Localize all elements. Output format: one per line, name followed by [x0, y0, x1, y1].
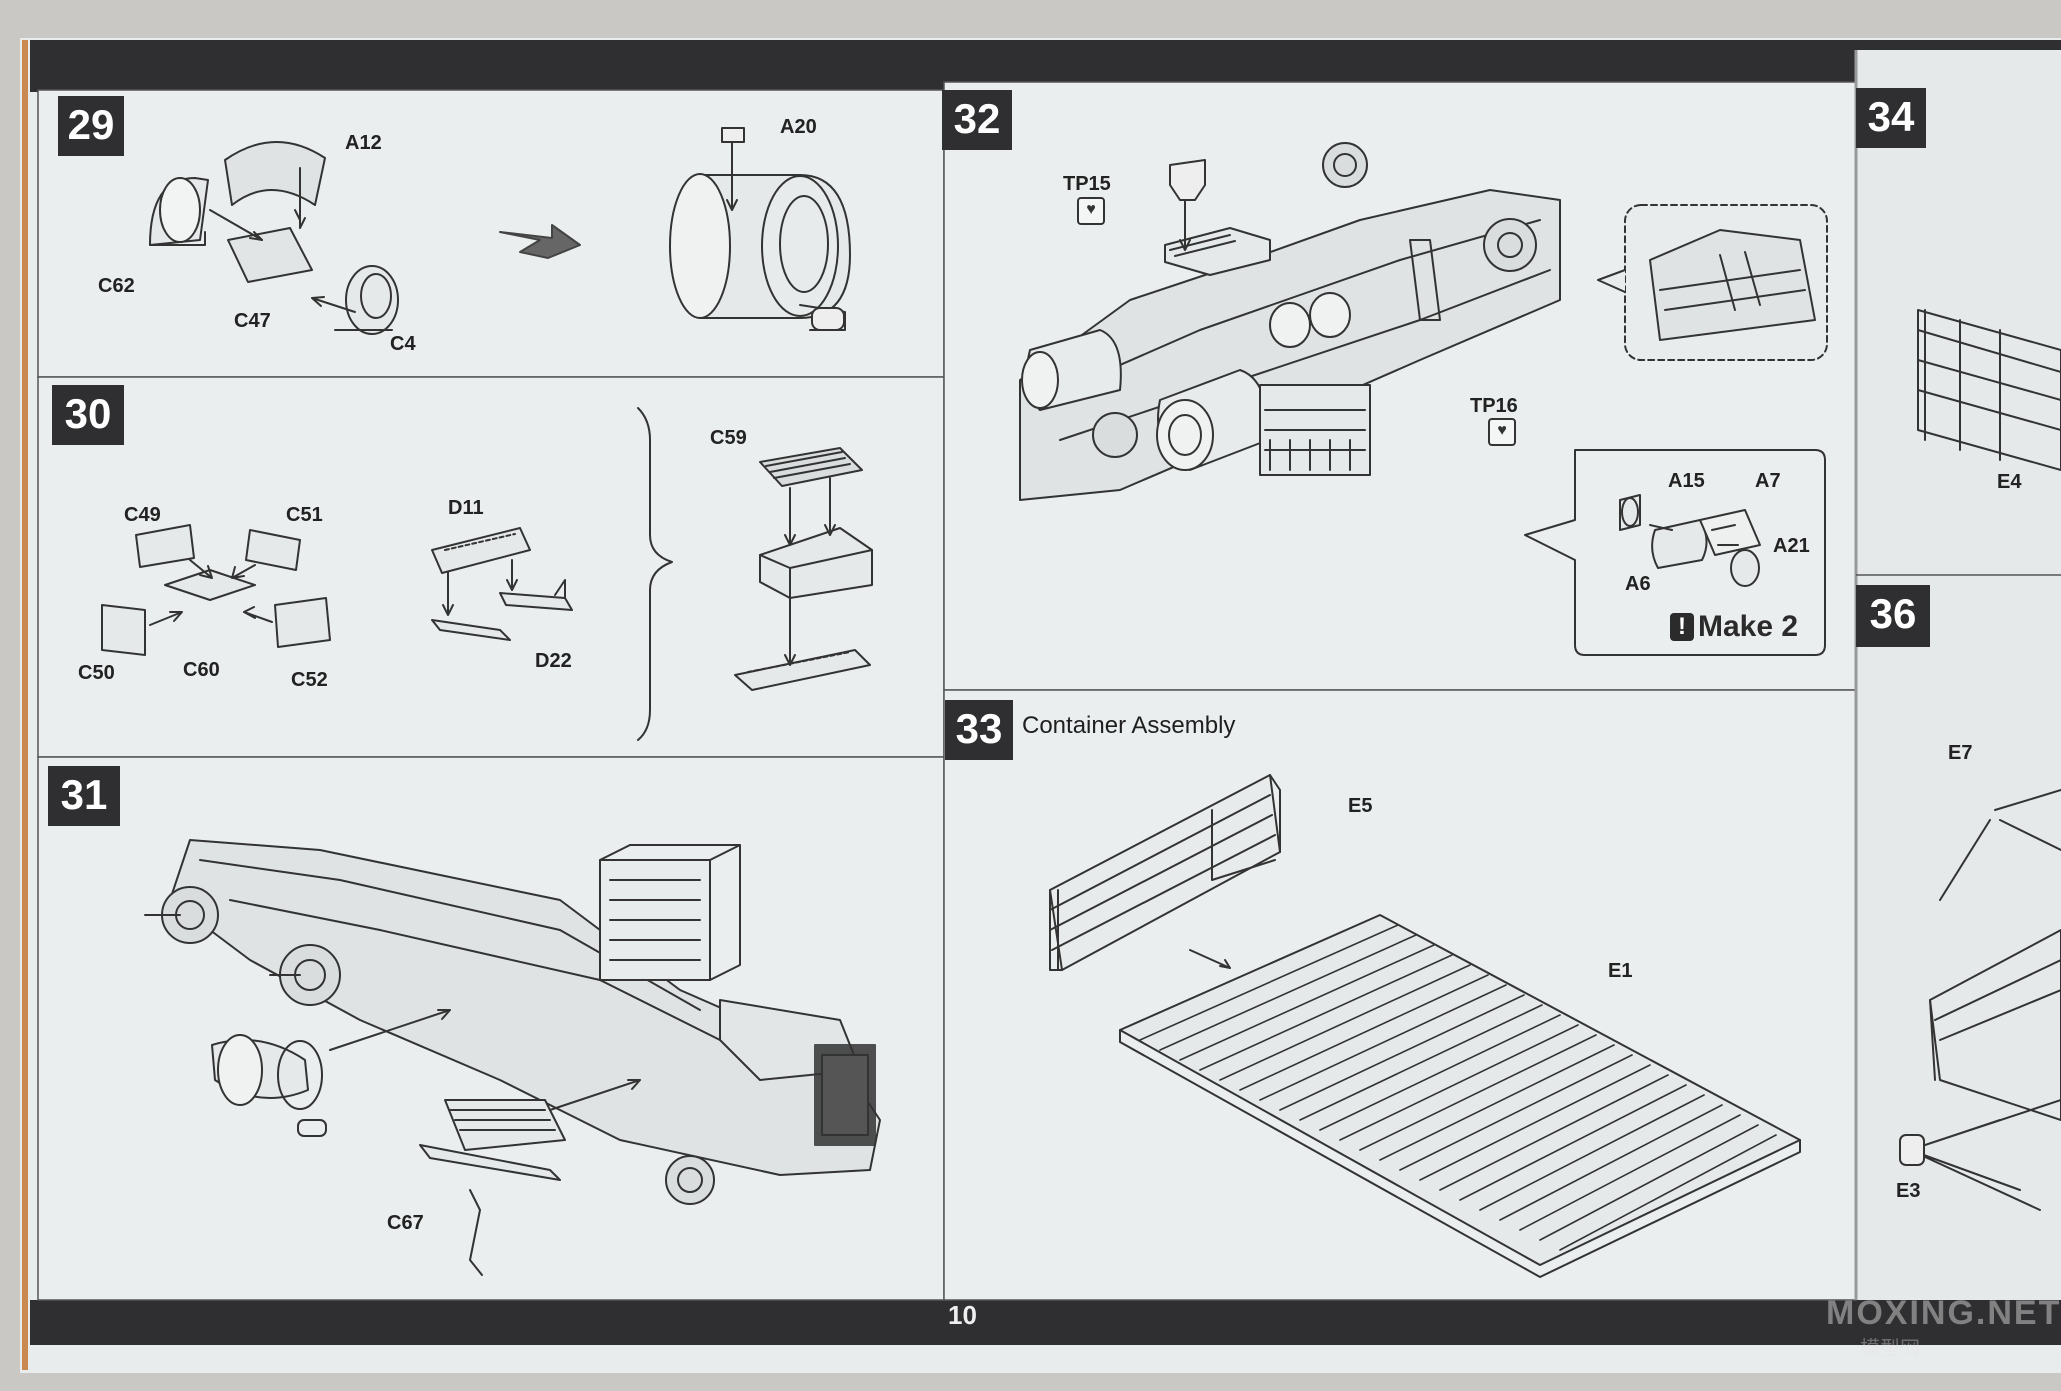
step-number-30: 30 — [52, 385, 124, 445]
part-label-e4: E4 — [1997, 471, 2022, 493]
make-2-note: ! Make 2 — [1670, 610, 1798, 644]
part-label-d22: D22 — [535, 650, 572, 672]
watermark-sub: 模型网 — [1860, 1338, 1920, 1360]
part-label-e7: E7 — [1948, 742, 1973, 764]
step-33-title: Container Assembly — [1022, 712, 1236, 739]
part-label-c59: C59 — [710, 427, 747, 449]
part-label-d11: D11 — [448, 497, 484, 519]
exclamation-icon: ! — [1670, 613, 1694, 641]
part-label-c52: C52 — [291, 669, 328, 691]
step-number-32: 32 — [942, 90, 1012, 150]
part-label-a6: A6 — [1625, 573, 1651, 595]
broken-heart-icon: ♥ — [1488, 418, 1516, 446]
part-label-a15: A15 — [1668, 470, 1705, 492]
part-label-c49: C49 — [124, 504, 161, 526]
part-label-c4: C4 — [390, 333, 416, 355]
step-number-31: 31 — [48, 766, 120, 826]
part-label-a20: A20 — [780, 116, 817, 138]
part-label-tp15: TP15 — [1063, 173, 1111, 195]
step-number-33: 33 — [945, 700, 1013, 760]
part-label-e1: E1 — [1608, 960, 1633, 982]
part-label-c62: C62 — [98, 275, 135, 297]
page-number: 10 — [948, 1300, 977, 1330]
part-label-tp16: TP16 — [1470, 395, 1518, 417]
step-number-34: 34 — [1856, 88, 1926, 148]
part-label-c60: C60 — [183, 659, 220, 681]
part-label-a7: A7 — [1755, 470, 1781, 492]
watermark: MOXING.NET — [1826, 1294, 2061, 1332]
part-label-a12: A12 — [345, 132, 382, 154]
part-label-c51: C51 — [286, 504, 323, 526]
part-label-a21: A21 — [1773, 535, 1810, 557]
part-label-c47: C47 — [234, 310, 271, 332]
step-number-36: 36 — [1856, 585, 1930, 647]
part-label-c67: C67 — [387, 1212, 424, 1234]
step-number-29: 29 — [58, 96, 124, 156]
broken-heart-icon: ♥ — [1077, 197, 1105, 225]
part-label-e5: E5 — [1348, 795, 1373, 817]
make-2-text: Make 2 — [1698, 610, 1799, 643]
part-label-e3: E3 — [1896, 1180, 1921, 1202]
part-label-c50: C50 — [78, 662, 115, 684]
